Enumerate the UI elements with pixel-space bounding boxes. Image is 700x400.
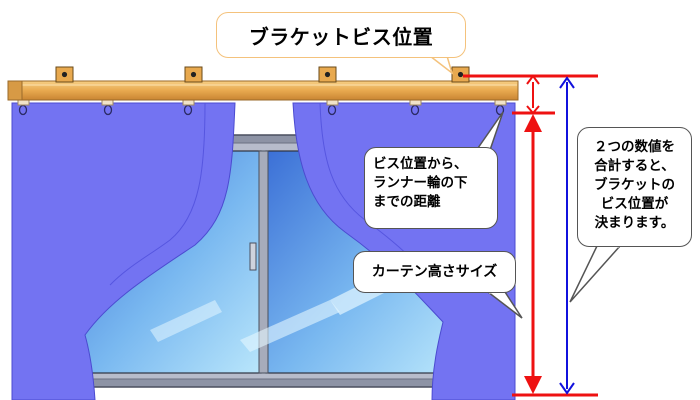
bracket <box>318 66 337 83</box>
bracket <box>184 66 203 83</box>
distance-callout: ビス位置から、 ランナー輪の下 までの距離 <box>364 147 498 229</box>
curtain-rail <box>7 80 519 101</box>
title-callout: ブラケットビス位置 <box>216 12 466 58</box>
curtain-left <box>11 102 236 400</box>
distance-dimension-arrow <box>526 74 540 115</box>
total-dimension-arrow <box>559 76 575 395</box>
rail-end-cap <box>7 80 23 101</box>
window-sash-divider <box>258 150 269 374</box>
sum-line-3: ブラケットの <box>594 177 675 193</box>
screw-icon <box>457 71 464 78</box>
glass-glare <box>240 300 340 352</box>
title-bubble-tail <box>427 55 454 76</box>
distance-line-3: までの距離 <box>373 194 441 210</box>
rail-runners <box>17 98 507 106</box>
curtain-height-dimension-arrow <box>524 114 542 394</box>
screw-icon <box>190 71 197 78</box>
screw-icon <box>61 71 68 78</box>
curtain-height-text: カーテン高さサイズ <box>371 263 498 280</box>
bracket <box>55 66 74 83</box>
curtain-height-callout: カーテン高さサイズ <box>353 251 516 293</box>
distance-line-1: ビス位置から、 <box>373 156 468 172</box>
glass-glare <box>150 300 222 342</box>
sum-line-5: 決まります。 <box>594 215 675 231</box>
curtain-left-fold <box>109 102 206 286</box>
sum-line-4: ビス位置が <box>600 196 669 212</box>
screw-icon <box>324 71 331 78</box>
sum-callout: ２つの数値を 合計すると、 ブラケットの ビス位置が 決まります。 <box>577 127 692 247</box>
window-handle <box>249 242 257 271</box>
sum-line-1: ２つの数値を <box>594 139 675 155</box>
brackets <box>55 66 470 83</box>
bracket <box>451 66 470 83</box>
sum-line-2: 合計すると、 <box>594 158 675 174</box>
title-text: ブラケットビス位置 <box>248 24 434 49</box>
sum-bubble-tail <box>569 245 622 303</box>
distance-line-2: ランナー輪の下 <box>373 175 468 191</box>
